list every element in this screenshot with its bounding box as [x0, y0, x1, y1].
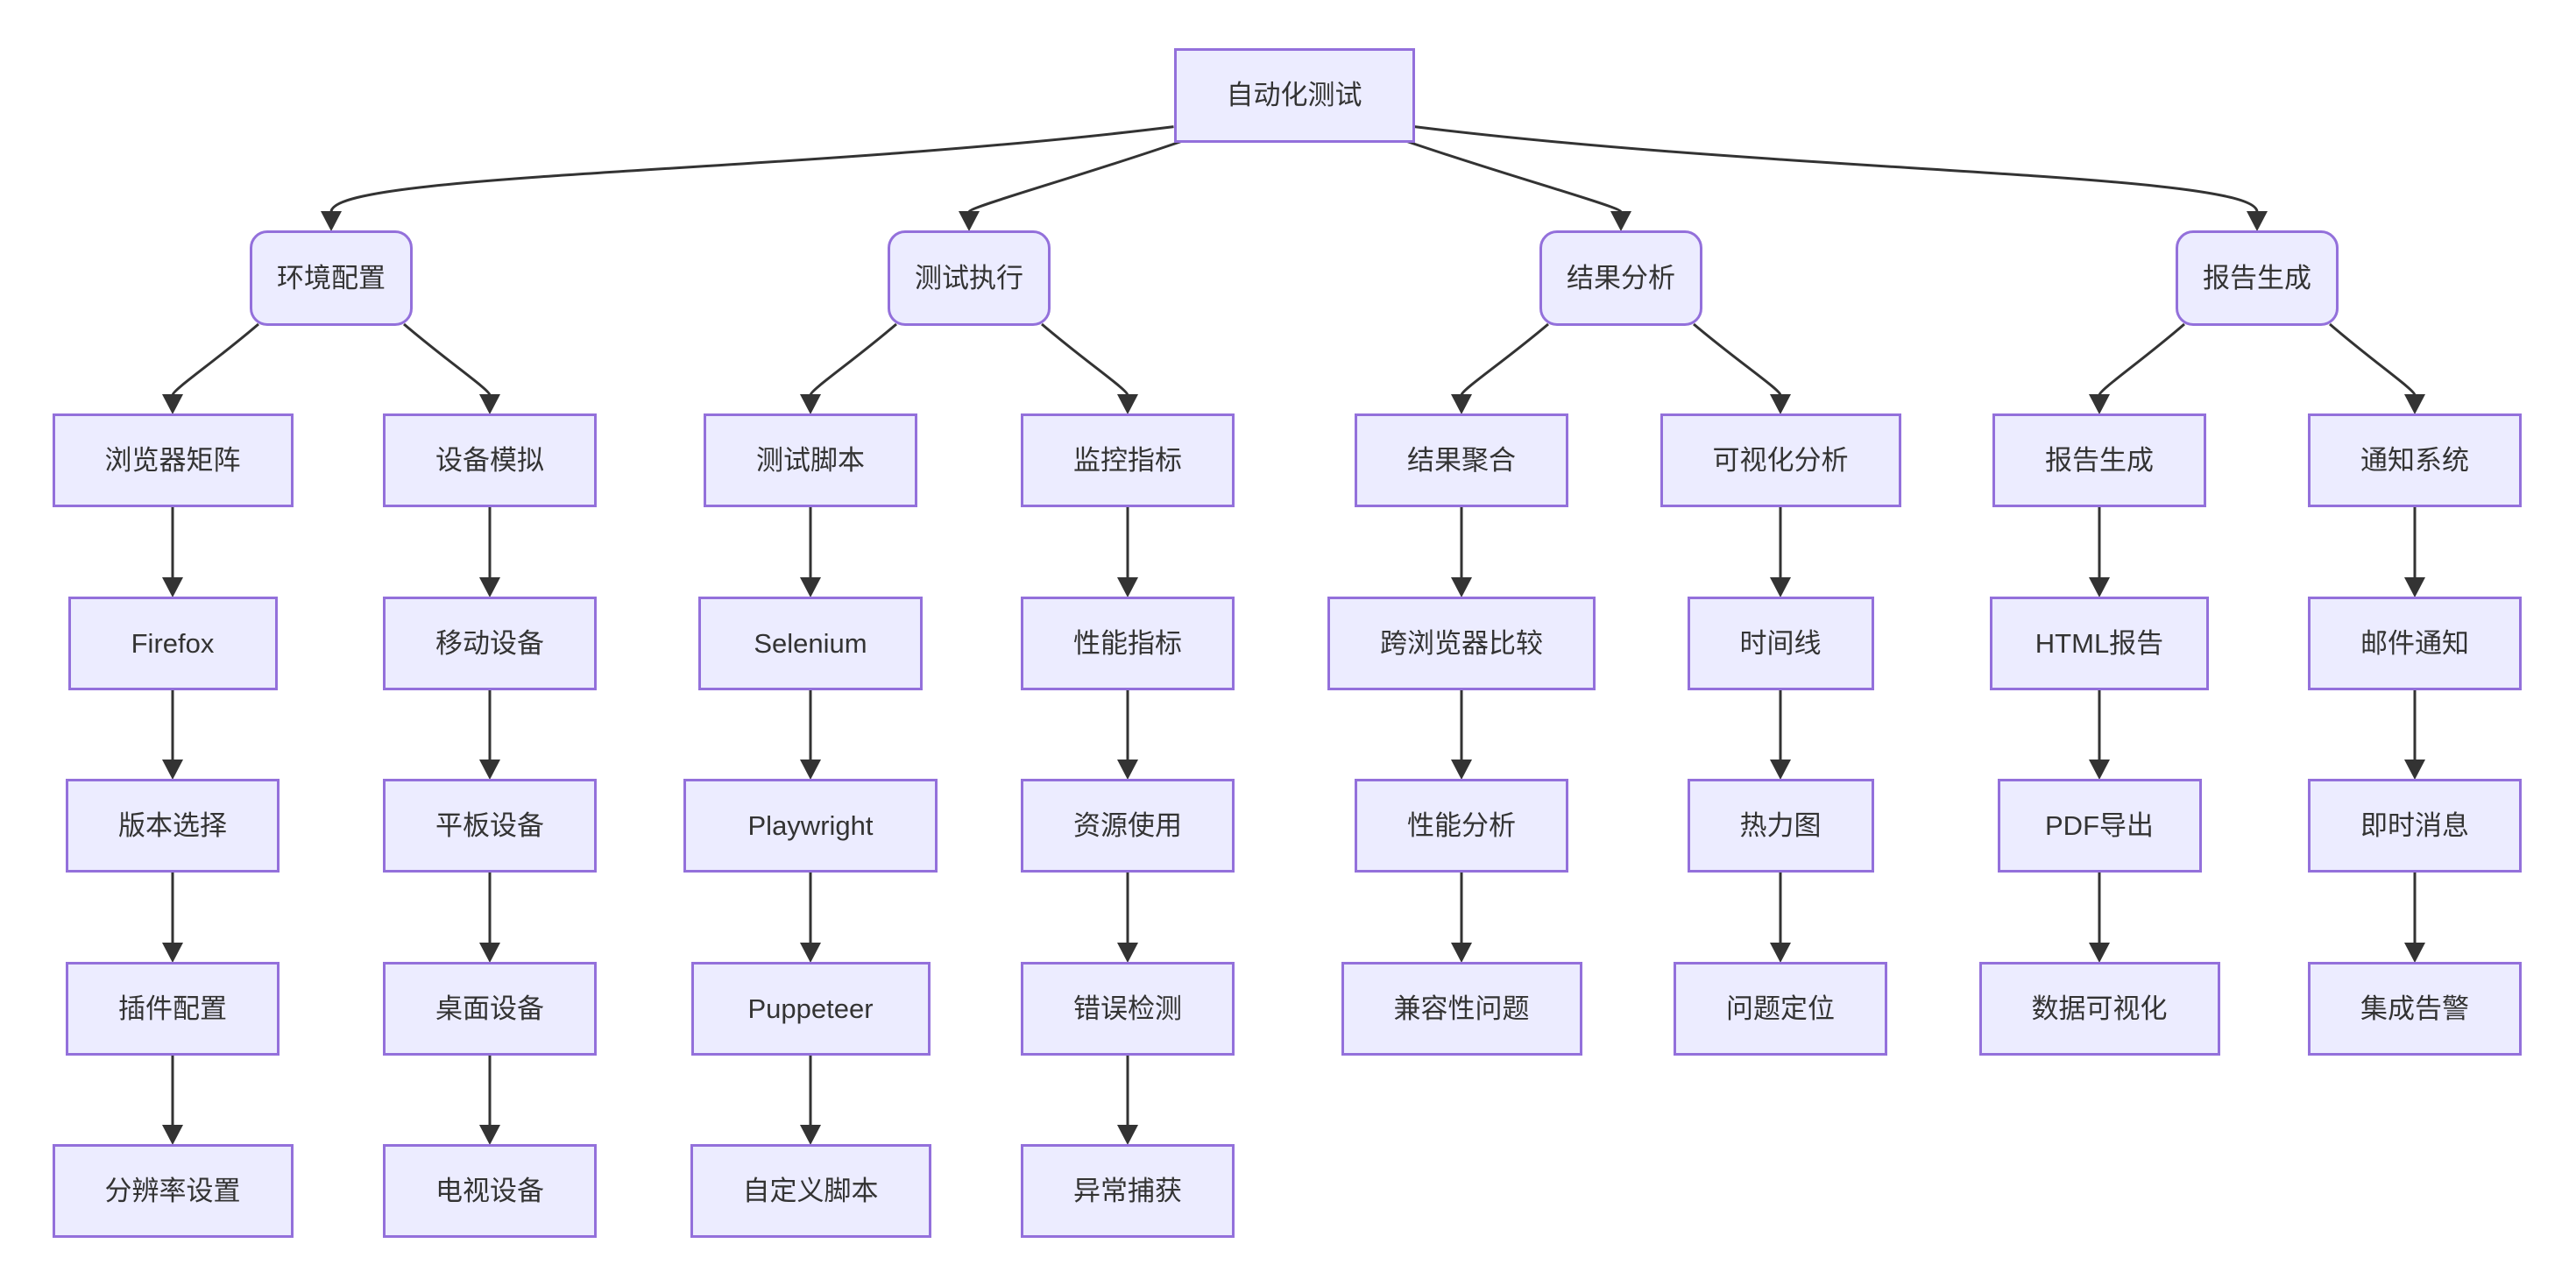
- arrowhead-cross_browser-perf_analysis: [1451, 760, 1472, 780]
- arrowhead-perf_metric-resource_use: [1117, 760, 1138, 780]
- edge-result-visual_analysis: [1693, 322, 1782, 396]
- node-env: 环境配置: [250, 230, 413, 326]
- node-custom_script: 自定义脚本: [690, 1144, 931, 1238]
- node-result_agg: 结果聚合: [1355, 413, 1568, 507]
- arrowhead-visual_analysis-timeline: [1770, 577, 1791, 597]
- arrowhead-notify_sys-email_notify: [2404, 577, 2425, 597]
- arrowhead-env-device_sim: [479, 394, 500, 414]
- node-data_visual: 数据可视化: [1978, 962, 2220, 1056]
- node-perf_metric: 性能指标: [1021, 597, 1235, 690]
- arrowhead-result-result_agg: [1451, 394, 1472, 414]
- node-report: 报告生成: [2176, 230, 2339, 326]
- node-resolution_set: 分辨率设置: [52, 1144, 294, 1238]
- arrowhead-device_sim-mobile_device: [479, 577, 500, 597]
- edge-exec-monitor_metric: [1041, 322, 1129, 396]
- node-root: 自动化测试: [1173, 48, 1415, 143]
- node-desktop_device: 桌面设备: [383, 962, 597, 1056]
- node-selenium: Selenium: [698, 597, 923, 690]
- node-timeline: 时间线: [1687, 597, 1874, 690]
- arrowhead-heatmap-issue_locate: [1770, 943, 1791, 963]
- arrowhead-monitor_metric-perf_metric: [1117, 577, 1138, 597]
- arrowhead-result-visual_analysis: [1770, 394, 1791, 414]
- node-tablet_device: 平板设备: [383, 779, 597, 873]
- arrowhead-playwright-puppeteer: [800, 943, 821, 963]
- node-exception_catch: 异常捕获: [1021, 1144, 1235, 1238]
- node-puppeteer: Puppeteer: [690, 962, 931, 1056]
- node-result: 结果分析: [1539, 230, 1702, 326]
- arrowhead-report-notify_sys: [2404, 394, 2425, 414]
- node-playwright: Playwright: [683, 779, 938, 873]
- node-mobile_device: 移动设备: [383, 597, 597, 690]
- node-error_detect: 错误检测: [1021, 962, 1235, 1056]
- arrowhead-html_report-pdf_export: [2089, 760, 2110, 780]
- edge-root-report: [1414, 125, 2259, 213]
- node-issue_locate: 问题定位: [1674, 962, 1887, 1056]
- edge-report-notify_sys: [2329, 322, 2417, 396]
- node-test_script: 测试脚本: [704, 413, 917, 507]
- arrowhead-version_select-plugin_config: [162, 943, 183, 963]
- node-notify_sys: 通知系统: [2308, 413, 2522, 507]
- node-perf_analysis: 性能分析: [1355, 779, 1568, 873]
- arrowhead-resource_use-error_detect: [1117, 943, 1138, 963]
- arrowhead-result_agg-cross_browser: [1451, 577, 1472, 597]
- node-resource_use: 资源使用: [1021, 779, 1235, 873]
- node-exec: 测试执行: [888, 230, 1051, 326]
- arrowhead-email_notify-instant_msg: [2404, 760, 2425, 780]
- node-instant_msg: 即时消息: [2308, 779, 2522, 873]
- node-heatmap: 热力图: [1687, 779, 1874, 873]
- arrowhead-instant_msg-integrate_alert: [2404, 943, 2425, 963]
- arrowhead-puppeteer-custom_script: [800, 1125, 821, 1145]
- edge-root-exec: [967, 139, 1183, 214]
- arrowhead-perf_analysis-compat_issue: [1451, 943, 1472, 963]
- edge-root-result: [1405, 139, 1623, 214]
- node-version_select: 版本选择: [66, 779, 280, 873]
- arrowhead-pdf_export-data_visual: [2089, 943, 2110, 963]
- arrowhead-root-report: [2247, 211, 2268, 231]
- arrowhead-test_script-selenium: [800, 577, 821, 597]
- node-tv_device: 电视设备: [383, 1144, 597, 1238]
- arrowhead-root-env: [321, 211, 342, 231]
- arrowhead-firefox-version_select: [162, 760, 183, 780]
- arrowhead-exec-test_script: [800, 394, 821, 414]
- edge-root-env: [329, 125, 1174, 213]
- node-html_report: HTML报告: [1990, 597, 2209, 690]
- arrowhead-env-browser_matrix: [162, 394, 183, 414]
- arrowhead-selenium-playwright: [800, 760, 821, 780]
- arrowhead-timeline-heatmap: [1770, 760, 1791, 780]
- edge-env-browser_matrix: [171, 322, 259, 396]
- arrowhead-mobile_device-tablet_device: [479, 760, 500, 780]
- edge-env-device_sim: [403, 322, 492, 396]
- arrowhead-desktop_device-tv_device: [479, 1125, 500, 1145]
- node-plugin_config: 插件配置: [66, 962, 280, 1056]
- arrowhead-error_detect-exception_catch: [1117, 1125, 1138, 1145]
- arrowhead-root-exec: [959, 211, 980, 231]
- edge-result-result_agg: [1460, 322, 1549, 396]
- node-cross_browser: 跨浏览器比较: [1327, 597, 1596, 690]
- node-integrate_alert: 集成告警: [2308, 962, 2522, 1056]
- node-monitor_metric: 监控指标: [1021, 413, 1235, 507]
- arrowhead-plugin_config-resolution_set: [162, 1125, 183, 1145]
- edge-exec-test_script: [809, 322, 897, 396]
- node-report_gen: 报告生成: [1992, 413, 2206, 507]
- arrowhead-exec-monitor_metric: [1117, 394, 1138, 414]
- node-firefox: Firefox: [67, 597, 278, 690]
- arrowhead-tablet_device-desktop_device: [479, 943, 500, 963]
- arrowhead-browser_matrix-firefox: [162, 577, 183, 597]
- node-pdf_export: PDF导出: [1997, 779, 2202, 873]
- node-visual_analysis: 可视化分析: [1660, 413, 1901, 507]
- node-browser_matrix: 浏览器矩阵: [52, 413, 294, 507]
- node-device_sim: 设备模拟: [383, 413, 597, 507]
- node-email_notify: 邮件通知: [2308, 597, 2522, 690]
- arrowhead-report-report_gen: [2089, 394, 2110, 414]
- node-compat_issue: 兼容性问题: [1341, 962, 1582, 1056]
- arrowhead-report_gen-html_report: [2089, 577, 2110, 597]
- arrowhead-root-result: [1610, 211, 1631, 231]
- edge-report-report_gen: [2098, 322, 2185, 396]
